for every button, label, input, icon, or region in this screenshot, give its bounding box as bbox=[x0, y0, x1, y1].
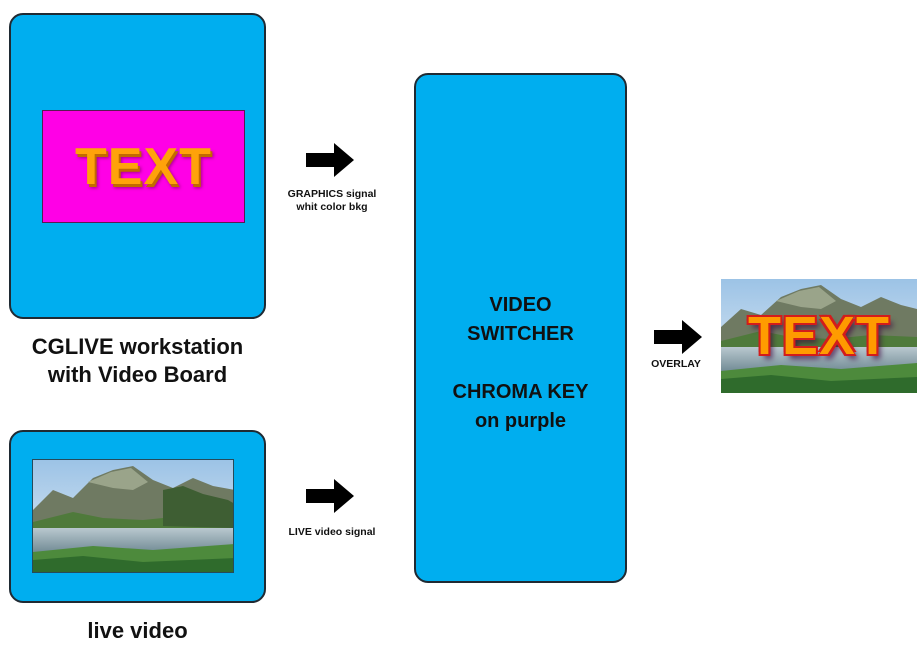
graphics-text: TEXT bbox=[75, 137, 212, 196]
graphics-signal-label: GRAPHICS signal whit color bkg bbox=[287, 188, 377, 213]
live-video-image bbox=[32, 459, 234, 573]
chroma-key-label: CHROMA KEY on purple bbox=[452, 381, 589, 432]
live-video-label: live video bbox=[87, 618, 188, 643]
landscape-image bbox=[33, 460, 233, 572]
video-switcher-box bbox=[414, 73, 627, 583]
overlay-text-container: TEXT bbox=[721, 279, 917, 393]
live-video-signal-label: LIVE video signal bbox=[288, 526, 376, 538]
graphics-screen-magenta: TEXT bbox=[42, 110, 245, 223]
landscape-image bbox=[721, 279, 917, 393]
right-arrow-icon bbox=[306, 479, 354, 513]
switcher-title: VIDEO SWITCHER bbox=[467, 294, 574, 345]
workstation-label: CGLIVE workstation with Video Board bbox=[31, 334, 244, 387]
right-arrow-icon bbox=[654, 320, 702, 354]
overlay-text: TEXT bbox=[747, 306, 890, 366]
overlay-label: OVERLAY bbox=[651, 358, 701, 370]
overlay-output-image: TEXT bbox=[721, 279, 917, 393]
right-arrow-icon bbox=[306, 143, 354, 177]
